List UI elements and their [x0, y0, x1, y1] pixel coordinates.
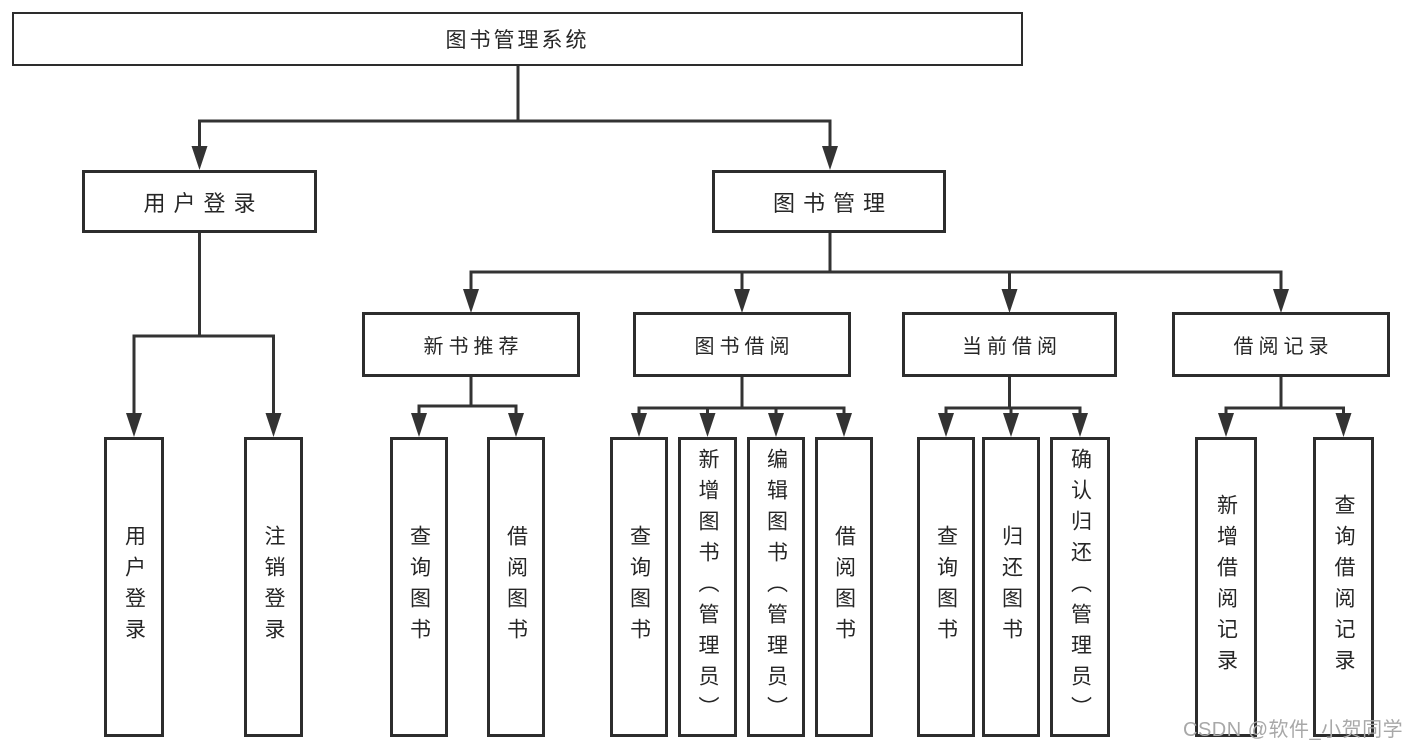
node-borrow-records: 借阅记录 — [1172, 312, 1390, 377]
leaf-newbook-borrow-books: 借阅图书 — [487, 437, 545, 737]
arrowhead-newbook-query — [411, 413, 427, 437]
node-current-borrow: 当前借阅 — [902, 312, 1117, 377]
arrowhead-borrow-edit — [768, 413, 784, 437]
arrowhead-borrow-borrow — [836, 413, 852, 437]
edge-borrow-split — [637, 406, 846, 414]
arrowhead-current-confirm — [1072, 413, 1088, 437]
watermark: CSDN @软件_小贺同学 — [1183, 719, 1404, 741]
arrowhead-book-management — [822, 146, 838, 170]
edge-records-split — [1224, 406, 1345, 414]
node-root-system: 图书管理系统 — [12, 12, 1023, 66]
leaf-records-query-record: 查询借阅记录 — [1313, 437, 1374, 737]
node-new-book-recommend: 新书推荐 — [362, 312, 580, 377]
arrowhead-current-borrow — [1001, 289, 1018, 313]
leaf-borrow-query-books: 查询图书 — [610, 437, 668, 737]
leaf-current-confirm-return-admin: 确认归还（管理员） — [1050, 437, 1110, 737]
arrowhead-borrow-records — [1273, 289, 1289, 313]
leaf-borrow-borrow-books: 借阅图书 — [815, 437, 873, 737]
node-book-management-branch: 图书管理 — [712, 170, 946, 233]
leaf-current-return-books: 归还图书 — [982, 437, 1040, 737]
edge-current-split — [944, 406, 1082, 414]
leaf-user-login: 用户登录 — [104, 437, 164, 737]
arrowhead-user-login — [191, 146, 208, 170]
edge-bookmgmt-split — [469, 270, 1283, 290]
arrowhead-current-query — [938, 413, 954, 437]
arrowhead-book-borrow — [734, 289, 750, 313]
leaf-records-add-record: 新增借阅记录 — [1195, 437, 1257, 737]
edge-root-split — [198, 119, 832, 148]
arrowhead-borrow-add — [699, 413, 716, 437]
edge-userlogin-split — [132, 334, 275, 415]
arrowhead-new-book — [463, 289, 479, 313]
node-user-login-branch: 用户登录 — [82, 170, 317, 233]
leaf-current-query-books: 查询图书 — [917, 437, 975, 737]
arrowhead-records-add — [1218, 413, 1234, 437]
leaf-borrow-edit-books-admin: 编辑图书（管理员） — [747, 437, 805, 737]
arrowhead-newbook-borrow — [508, 413, 524, 437]
leaf-logout: 注销登录 — [244, 437, 303, 737]
leaf-borrow-add-books-admin: 新增图书（管理员） — [678, 437, 737, 737]
arrowhead-borrow-query — [631, 413, 647, 437]
node-book-borrow: 图书借阅 — [633, 312, 851, 377]
arrowhead-leaf-user-login — [126, 413, 142, 437]
arrowhead-current-return — [1003, 413, 1019, 437]
arrowhead-leaf-logout — [265, 413, 282, 437]
arrowhead-records-query — [1335, 413, 1352, 437]
edge-newbook-split — [417, 404, 518, 414]
leaf-newbook-query-books: 查询图书 — [390, 437, 448, 737]
